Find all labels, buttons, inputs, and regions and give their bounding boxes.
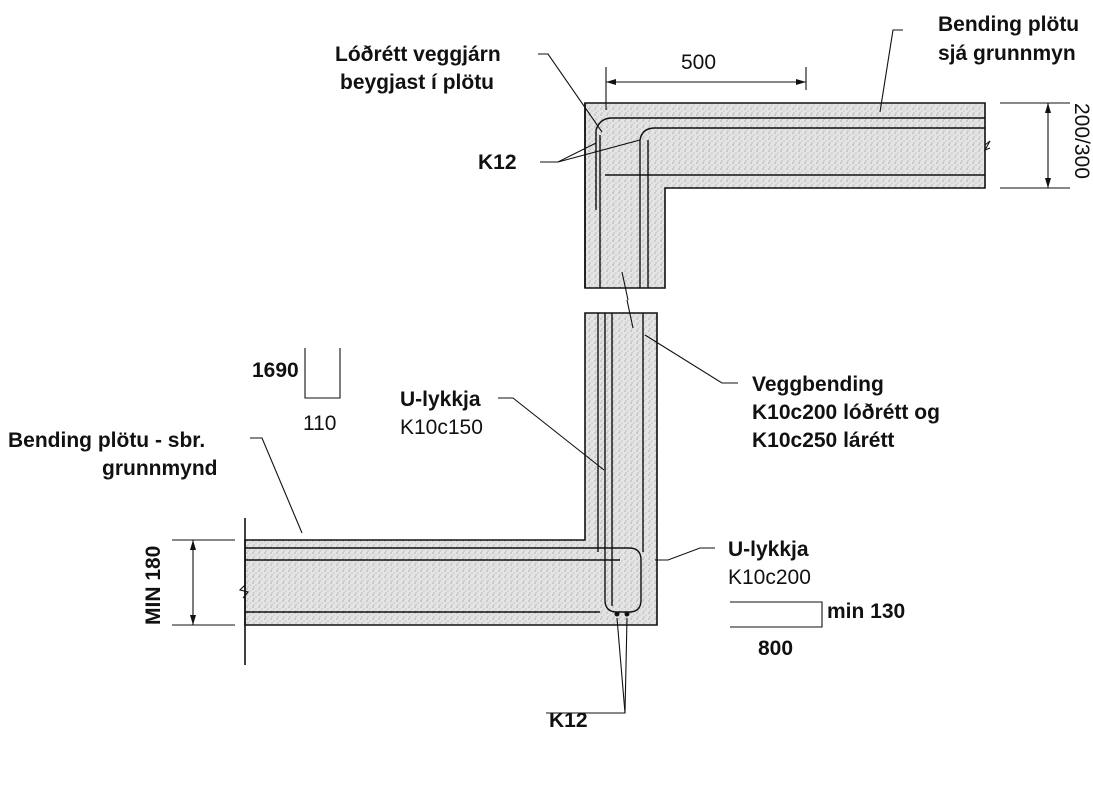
- label-wall-bars-bent-1: Lóðrétt veggjárn: [335, 43, 501, 66]
- dimension-min-180: [172, 539, 235, 626]
- label-dim-slab-top: 200/300: [1070, 103, 1093, 179]
- label-slab-reinf-bottom-1: Bending plötu - sbr.: [8, 429, 205, 452]
- label-wall-reinf-2: K10c200 lóðrétt og: [752, 401, 940, 424]
- label-slab-reinf-top-2: sjá grunnmyn: [938, 42, 1076, 65]
- l-bar-shape-sketch: [730, 601, 823, 628]
- leader-lines: [250, 29, 903, 714]
- upper-break-line: [983, 140, 991, 152]
- label-slab-reinf-bottom-2: grunnmynd: [102, 457, 218, 480]
- label-wall-bars-bent-2: beygjast í plötu: [340, 71, 494, 94]
- u-bar-shape-sketch: [304, 348, 341, 399]
- label-k12-top: K12: [478, 151, 517, 174]
- label-min-180: MIN 180: [142, 546, 165, 625]
- upper-rebar: [595, 117, 985, 288]
- label-dim-500: 500: [681, 51, 716, 74]
- label-bar-shape-width: 110: [303, 412, 336, 435]
- label-k12-bottom: K12: [549, 709, 588, 732]
- wall-break-bottom: [626, 299, 634, 329]
- label-bar-shape-length: 1690: [252, 359, 299, 382]
- label-u-loop-corner-2: K10c200: [728, 566, 811, 589]
- dimension-slab-thickness: [1000, 102, 1070, 189]
- label-u-loop-wall-2: K10c150: [400, 416, 483, 439]
- label-u-loop-wall-1: U-lykkja: [400, 388, 481, 411]
- wall-break-top: [621, 271, 629, 301]
- upper-concrete: [584, 102, 986, 289]
- lower-break-line: [238, 584, 249, 599]
- label-wall-reinf-1: Veggbending: [752, 373, 884, 396]
- dimension-500: [605, 67, 807, 110]
- label-wall-reinf-3: K10c250 lárétt: [752, 429, 894, 452]
- label-u-loop-corner-1: U-lykkja: [728, 538, 809, 561]
- lower-concrete: [244, 312, 658, 626]
- label-dim-800: 800: [758, 637, 793, 660]
- lower-rebar: [245, 313, 644, 617]
- label-min-130: min 130: [827, 600, 905, 623]
- label-slab-reinf-top-1: Bending plötu: [938, 13, 1079, 36]
